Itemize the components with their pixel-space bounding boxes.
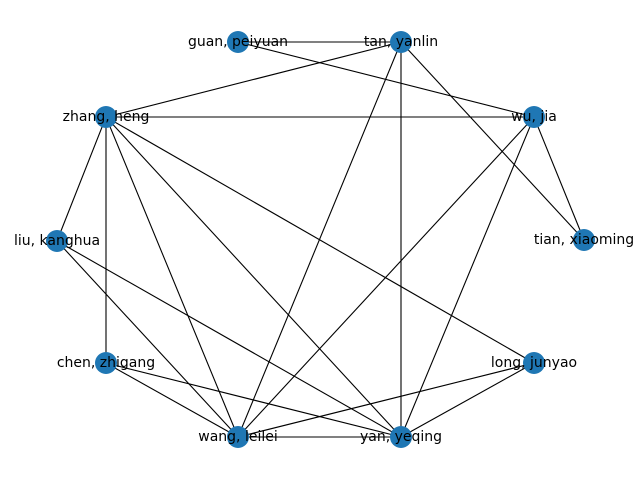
node-zhang bbox=[95, 106, 117, 128]
edge-wu-yan bbox=[400, 116, 535, 438]
node-tian bbox=[573, 229, 595, 251]
node-tan bbox=[390, 31, 412, 53]
node-label-wang: wang, leilei bbox=[198, 429, 277, 445]
node-label-liu: liu, kanghua bbox=[14, 233, 100, 249]
edge-chen-wang bbox=[105, 362, 239, 438]
node-label-tian: tian, xiaoming bbox=[534, 232, 634, 248]
edge-zhang-long bbox=[105, 116, 535, 364]
edge-wu-wang bbox=[237, 116, 535, 438]
edge-long-wang bbox=[237, 362, 535, 438]
node-wu bbox=[523, 106, 545, 128]
edges-layer bbox=[56, 41, 585, 438]
edge-liu-wang bbox=[56, 240, 239, 438]
edge-zhang-yan bbox=[105, 116, 402, 438]
node-label-chen: chen, zhigang bbox=[57, 355, 155, 371]
nodes-layer bbox=[46, 31, 595, 448]
edge-wu-tian bbox=[533, 116, 585, 241]
labels-layer: zhang, heng tan, yanlin guan, peiyuan wu, j… bbox=[14, 34, 634, 445]
node-long bbox=[523, 352, 545, 374]
edge-tan-tian bbox=[400, 41, 585, 241]
node-label-zhang: zhang, heng bbox=[63, 109, 150, 125]
edge-tan-zhang bbox=[105, 41, 402, 118]
node-chen bbox=[95, 352, 117, 374]
node-label-wu: wu, jia bbox=[511, 109, 557, 125]
node-liu bbox=[46, 230, 68, 252]
node-guan bbox=[227, 31, 249, 53]
node-label-long: long, junyao bbox=[491, 355, 577, 371]
node-label-guan: guan, peiyuan bbox=[188, 34, 288, 50]
edge-chen-yan bbox=[105, 362, 402, 438]
node-yan bbox=[390, 426, 412, 448]
edge-long-yan bbox=[400, 362, 535, 438]
edge-zhang-liu bbox=[56, 116, 107, 242]
node-label-tan: tan, yanlin bbox=[364, 34, 438, 50]
node-wang bbox=[227, 426, 249, 448]
edge-zhang-wang bbox=[105, 116, 239, 438]
edge-liu-yan bbox=[56, 240, 402, 438]
node-label-yan: yan, yeqing bbox=[360, 429, 442, 445]
